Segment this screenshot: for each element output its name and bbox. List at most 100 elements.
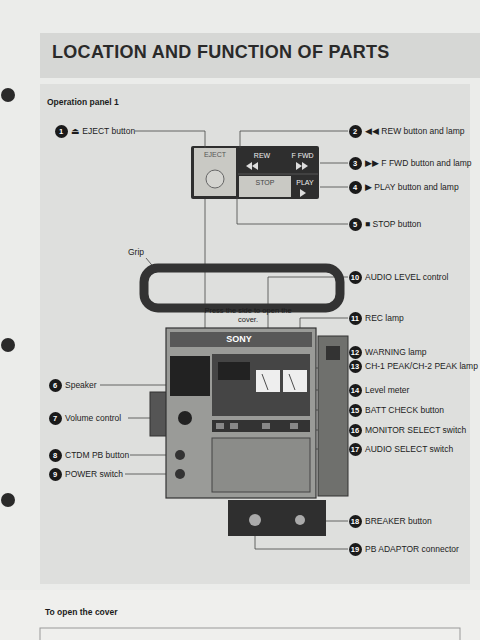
recorder-illustration [262, 423, 270, 429]
heading-label: To open the cover [45, 607, 245, 617]
button-symbol [302, 162, 308, 170]
callout-number: 15 [349, 404, 362, 417]
callout-number: 6 [49, 379, 62, 392]
recorder-illustration [175, 469, 185, 479]
operation-panel [238, 174, 318, 175]
part-name: CTDM PB button [65, 450, 145, 460]
part-name: Grip [128, 247, 168, 257]
button-symbol [252, 162, 258, 170]
recorder-illustration [144, 268, 340, 308]
leader-line [240, 131, 348, 148]
recorder-illustration [326, 346, 340, 360]
part-name: BATT CHECK button [365, 405, 478, 415]
part-name: ◀◀ REW button and lamp [365, 126, 478, 136]
binder-hole [1, 338, 15, 352]
panel-button: PLAY [292, 176, 318, 197]
page-title: LOCATION AND FUNCTION OF PARTS [52, 42, 472, 63]
recorder-illustration [178, 411, 192, 425]
panel-button: REW [238, 149, 286, 173]
callout-number: 13 [349, 360, 362, 373]
panel-button: STOP [239, 176, 291, 197]
panel-button: EJECT [194, 148, 236, 196]
recorder-illustration [216, 423, 224, 429]
callout-number: 3 [349, 157, 362, 170]
button-label: EJECT [194, 150, 236, 159]
part-name: CH-1 PEAK/CH-2 PEAK lamp [365, 361, 478, 371]
callout-number: 14 [349, 384, 362, 397]
binder-hole [1, 88, 15, 507]
part-name: Level meter [365, 385, 478, 395]
part-name: PB ADAPTOR connector [365, 544, 478, 554]
callout-number: 19 [349, 543, 362, 556]
recorder-illustration [218, 362, 250, 380]
binder-hole [1, 493, 15, 507]
page-background [40, 628, 460, 640]
callout-number: 4 [349, 181, 362, 194]
part-name: POWER switch [65, 469, 145, 479]
recorder-illustration [166, 328, 316, 498]
part-name: ■ STOP button [365, 219, 478, 229]
callout-number: 12 [349, 346, 362, 359]
part-name: ⏏ EJECT button [71, 126, 141, 136]
callout-number: 17 [349, 443, 362, 456]
page-background [40, 33, 480, 78]
part-name: ▶▶ F FWD button and lamp [365, 158, 478, 168]
recorder-illustration [230, 423, 238, 429]
button-symbol [296, 162, 302, 170]
part-name: Volume control [65, 413, 145, 423]
operation-panel [191, 146, 319, 199]
callout-number: 2 [349, 125, 362, 138]
recorder-illustration [144, 268, 348, 536]
part-name: WARNING lamp [365, 347, 478, 357]
recorder-illustration [318, 336, 348, 496]
callout-number: 18 [349, 515, 362, 528]
recorder-illustration [175, 450, 185, 460]
callout-number: 9 [49, 468, 62, 481]
recorder-illustration [228, 500, 326, 536]
leader-line [135, 131, 205, 148]
operation-panel [191, 146, 319, 199]
recorder-illustration [256, 370, 280, 392]
panel-button: F FWD [287, 149, 318, 173]
recorder-illustration [295, 515, 305, 525]
recorder-illustration [212, 420, 310, 432]
button-label: F FWD [287, 151, 318, 160]
cover-note: Press the side to open the cover. [202, 306, 294, 324]
callout-number: 5 [349, 218, 362, 231]
part-name: BREAKER button [365, 516, 478, 526]
callout-number: 11 [349, 312, 362, 325]
callout-number: 8 [49, 449, 62, 462]
heading-label: Operation panel 1 [47, 97, 247, 107]
leader-line [100, 385, 176, 386]
part-name: AUDIO SELECT switch [365, 444, 478, 454]
recorder-illustration [150, 392, 168, 436]
leader-line [320, 163, 348, 164]
leader-line [320, 187, 348, 188]
recorder-illustration [212, 438, 310, 492]
part-name: AUDIO LEVEL control [365, 272, 478, 282]
page-background [0, 590, 480, 640]
leader-line [100, 131, 348, 549]
recorder-illustration [170, 332, 312, 347]
recorder-illustration [212, 354, 310, 416]
part-name: MONITOR SELECT switch [365, 425, 478, 435]
callout-number: 1 [55, 125, 68, 138]
binder-hole [1, 88, 15, 102]
eject-knob [206, 170, 224, 188]
button-label: PLAY [292, 178, 318, 187]
callout-number: 10 [349, 271, 362, 284]
brand-logo: SONY [214, 334, 264, 344]
part-name: Speaker [65, 380, 145, 390]
leader-line [237, 197, 348, 224]
recorder-illustration [262, 374, 268, 390]
callout-number: 7 [49, 412, 62, 425]
recorder-illustration [170, 356, 210, 396]
part-name: ▶ PLAY button and lamp [365, 182, 478, 192]
recorder-illustration [283, 370, 307, 392]
recorder-illustration [290, 423, 298, 429]
callout-number: 16 [349, 424, 362, 437]
